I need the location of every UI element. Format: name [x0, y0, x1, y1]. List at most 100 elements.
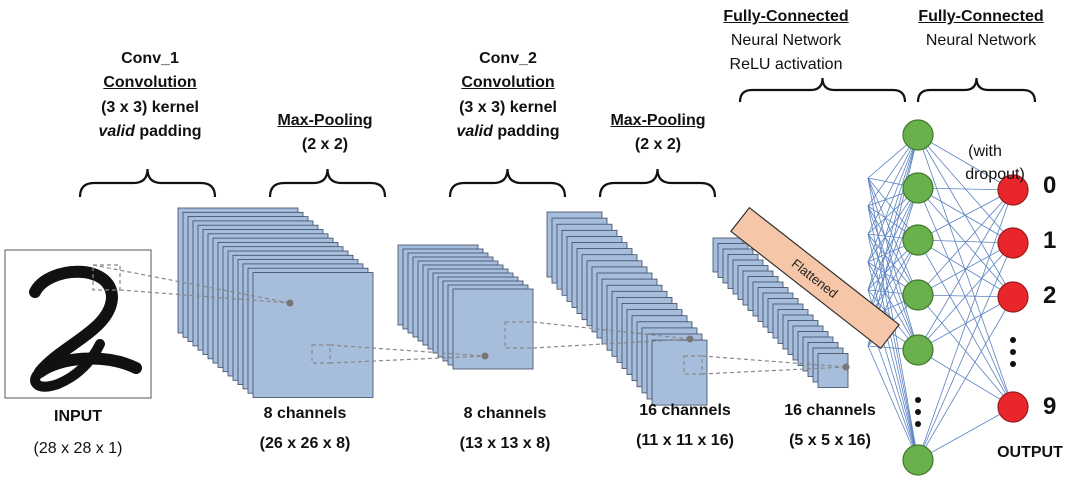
output-class-2: 2	[1043, 282, 1057, 309]
conv2-padding: valid padding	[438, 121, 578, 143]
fc2-edge	[917, 134, 1014, 298]
fc2-edge	[917, 239, 1014, 298]
fc1-edge	[867, 345, 919, 461]
conv1-padding: valid padding	[80, 121, 220, 143]
layer3-shape: (11 x 11 x 16)	[636, 432, 734, 449]
output-node-1	[997, 227, 1029, 259]
guide-line	[532, 321, 691, 340]
input-digit-2-stroke	[29, 265, 142, 378]
output-class-9: 9	[1043, 393, 1057, 420]
fc1-edge	[867, 205, 919, 351]
fc1-line2: ReLU activation	[729, 56, 843, 73]
hidden-node-2	[902, 172, 934, 204]
conv2-map-22	[651, 339, 708, 406]
dropout-note-line1: (with	[968, 143, 1002, 160]
hidden-node-6	[902, 444, 934, 476]
fc1-edge	[867, 261, 919, 461]
fc2-edge	[917, 242, 1014, 351]
output-class-0: 0	[1043, 172, 1057, 199]
pool2-title: Max-Pooling	[610, 112, 706, 129]
guide-line	[119, 289, 291, 304]
guide-line	[329, 344, 486, 357]
pool2-output-point	[842, 363, 850, 371]
fc1-edge	[867, 134, 919, 291]
pool1-output-point	[481, 352, 489, 360]
fc2-edge	[917, 296, 1014, 351]
fc2-edge	[917, 134, 1014, 408]
layer1-shape: (26 x 26 x 8)	[259, 435, 351, 452]
fc1-edge	[867, 177, 919, 461]
layer3-channels: 16 channels	[639, 402, 731, 419]
layer4-shape: (5 x 5 x 16)	[789, 432, 871, 449]
conv2-title: Conv_2	[479, 50, 537, 67]
guide-line	[532, 338, 691, 349]
pool1-kernel-window	[504, 321, 534, 349]
fc2-edge	[917, 189, 1014, 351]
fc1-line1: Neural Network	[730, 32, 842, 49]
pool1-title: Max-Pooling	[277, 112, 373, 129]
fc1-edge	[867, 134, 919, 319]
fc1-edge	[867, 177, 919, 296]
fc2-edge	[917, 189, 1014, 461]
guide-line	[329, 355, 486, 364]
fc2-edge	[917, 242, 1014, 296]
conv2-brace	[448, 168, 567, 198]
input-kernel-window	[92, 264, 121, 291]
ellipsis-dot	[915, 409, 921, 415]
conv2-operation: Convolution	[461, 74, 555, 91]
output-node-0	[997, 174, 1029, 206]
layer1-channels: 8 channels	[263, 405, 347, 422]
fc2-edge	[917, 134, 1014, 191]
ellipsis-dot	[1010, 337, 1016, 343]
conv2-padding-word: valid	[456, 123, 493, 140]
fc2-edge	[917, 242, 1014, 461]
input-shape: (28 x 28 x 1)	[33, 440, 123, 457]
conv1-map-16	[252, 272, 374, 398]
conv1-padding-word: valid	[98, 123, 135, 140]
pool1-map-12	[452, 288, 534, 370]
fc2-brace	[916, 77, 1037, 103]
layer2-shape: (13 x 13 x 8)	[459, 435, 551, 452]
fc1-edge	[867, 134, 919, 263]
fc1-edge	[867, 233, 919, 461]
fc1-edge	[867, 134, 919, 235]
output-node-9	[997, 391, 1029, 423]
hidden-node-3	[902, 224, 934, 256]
fc-connections	[867, 134, 1014, 461]
ellipsis-dot	[1010, 361, 1016, 367]
conv1-kernel: (3 x 3) kernel	[101, 99, 199, 116]
guide-line	[701, 366, 847, 375]
output-node-2	[997, 281, 1029, 313]
layer4-channels: 16 channels	[784, 402, 876, 419]
conv1-pool-window	[311, 344, 331, 364]
input-digit-2-loop	[30, 339, 105, 392]
conv1-output-point	[286, 299, 294, 307]
fc1-title: Fully-Connected	[723, 8, 849, 25]
ellipsis-dot	[915, 397, 921, 403]
conv2-pool-window	[683, 355, 703, 375]
conv2-padding-rest: padding	[492, 123, 560, 140]
fc1-edge	[867, 187, 919, 319]
fc2-edge	[917, 296, 1014, 461]
fc2-edge	[917, 239, 1014, 244]
fc2-title: Fully-Connected	[918, 8, 1044, 25]
layer-braces	[78, 77, 1037, 198]
conv1-padding-rest: padding	[134, 123, 202, 140]
fc2-edge	[917, 189, 1014, 241]
ellipsis-dot	[915, 421, 921, 427]
fc2-edge	[917, 189, 1014, 296]
fc2-line1: Neural Network	[925, 32, 1037, 49]
fc1-edge	[867, 261, 919, 351]
input-label: INPUT	[54, 408, 102, 425]
flattened-bar-rect	[730, 206, 900, 350]
network-nodes	[902, 119, 1029, 476]
conv1-title: Conv_1	[121, 50, 179, 67]
feature-maps: Flattened	[4, 206, 900, 406]
pool1-brace	[268, 168, 387, 198]
ellipsis-dot	[1010, 349, 1016, 355]
hidden-node-4	[902, 279, 934, 311]
fc2-edge	[917, 406, 1014, 461]
fc2-edge	[917, 187, 1014, 408]
conv1-brace	[78, 168, 217, 198]
fc1-brace	[738, 77, 907, 103]
